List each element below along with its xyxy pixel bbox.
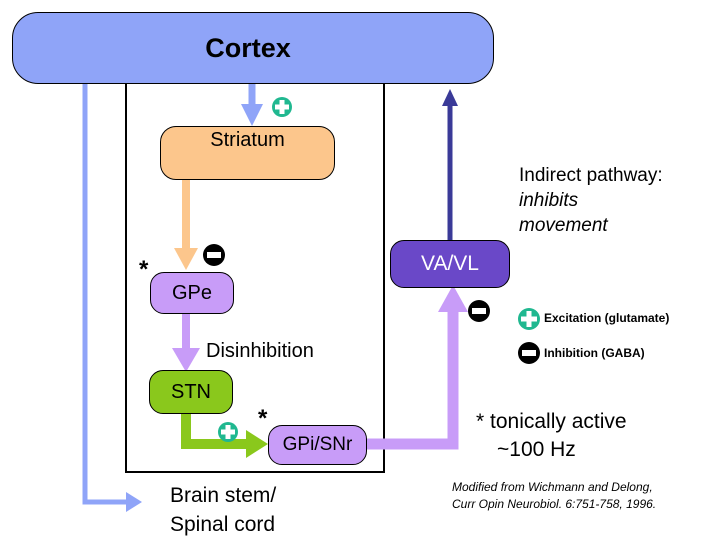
- arrow-gpi-to-vavl: [366, 285, 468, 450]
- arrow-cortex-to-brainstem: [82, 80, 142, 512]
- gpe-label: GPe: [171, 281, 213, 304]
- arrow-cortex-to-striatum: [241, 80, 263, 126]
- minus-circle-icon: [518, 342, 540, 364]
- minus-circle-icon: [468, 300, 490, 322]
- legend-inhibition-label: Inhibition (GABA): [544, 346, 645, 360]
- gpi-snr-node: GPi/SNr: [268, 425, 367, 465]
- gpi-tonic-asterisk: *: [258, 405, 268, 432]
- tonic-line2: ~100 Hz: [497, 438, 576, 461]
- stn-label: STN: [171, 380, 211, 403]
- brainstem-line2: Spinal cord: [170, 513, 276, 536]
- arrow-stn-to-gpi: [181, 413, 268, 458]
- arrow-gpe-to-stn: [172, 312, 200, 372]
- gpe-tonic-asterisk: *: [139, 256, 149, 283]
- arrow-striatum-to-gpe: [174, 180, 198, 270]
- tonic-line1: * tonically active: [476, 410, 627, 433]
- indirect-pathway-title: Indirect pathway:: [519, 165, 663, 186]
- gpi-snr-label: GPi/SNr: [282, 434, 353, 455]
- citation-line2: Curr Opin Neurobiol. 6:751-758, 1996.: [452, 497, 657, 511]
- arrow-vavl-to-cortex: [442, 89, 458, 242]
- indirect-pathway-line2: inhibits: [519, 190, 579, 211]
- indirect-pathway-line3: movement: [519, 215, 608, 236]
- minus-circle-icon: [203, 244, 225, 266]
- cortex-label: Cortex: [205, 32, 291, 63]
- striatum-label: Striatum: [210, 129, 285, 151]
- legend-excitation-label: Excitation (glutamate): [544, 311, 670, 325]
- tonic-note: * tonically active ~100 Hz: [476, 408, 627, 464]
- indirect-pathway-note: Indirect pathway: inhibits movement: [519, 163, 663, 238]
- stn-node: STN: [149, 370, 233, 414]
- cortex-node: Cortex: [12, 12, 494, 84]
- citation-line1: Modified from Wichmann and Delong,: [452, 480, 653, 494]
- gpe-node: GPe: [150, 272, 234, 314]
- brainstem-line1: Brain stem/: [170, 484, 277, 507]
- va-vl-label: VA/VL: [421, 252, 479, 275]
- plus-circle-icon: [272, 97, 292, 117]
- plus-circle-icon: [218, 422, 238, 442]
- brainstem-label: Brain stem/ Spinal cord: [170, 481, 276, 539]
- disinhibition-label: Disinhibition: [206, 340, 314, 362]
- va-vl-node: VA/VL: [390, 240, 510, 288]
- plus-circle-icon: [518, 308, 540, 330]
- citation: Modified from Wichmann and Delong, Curr …: [452, 479, 656, 513]
- striatum-node: Striatum: [160, 126, 335, 180]
